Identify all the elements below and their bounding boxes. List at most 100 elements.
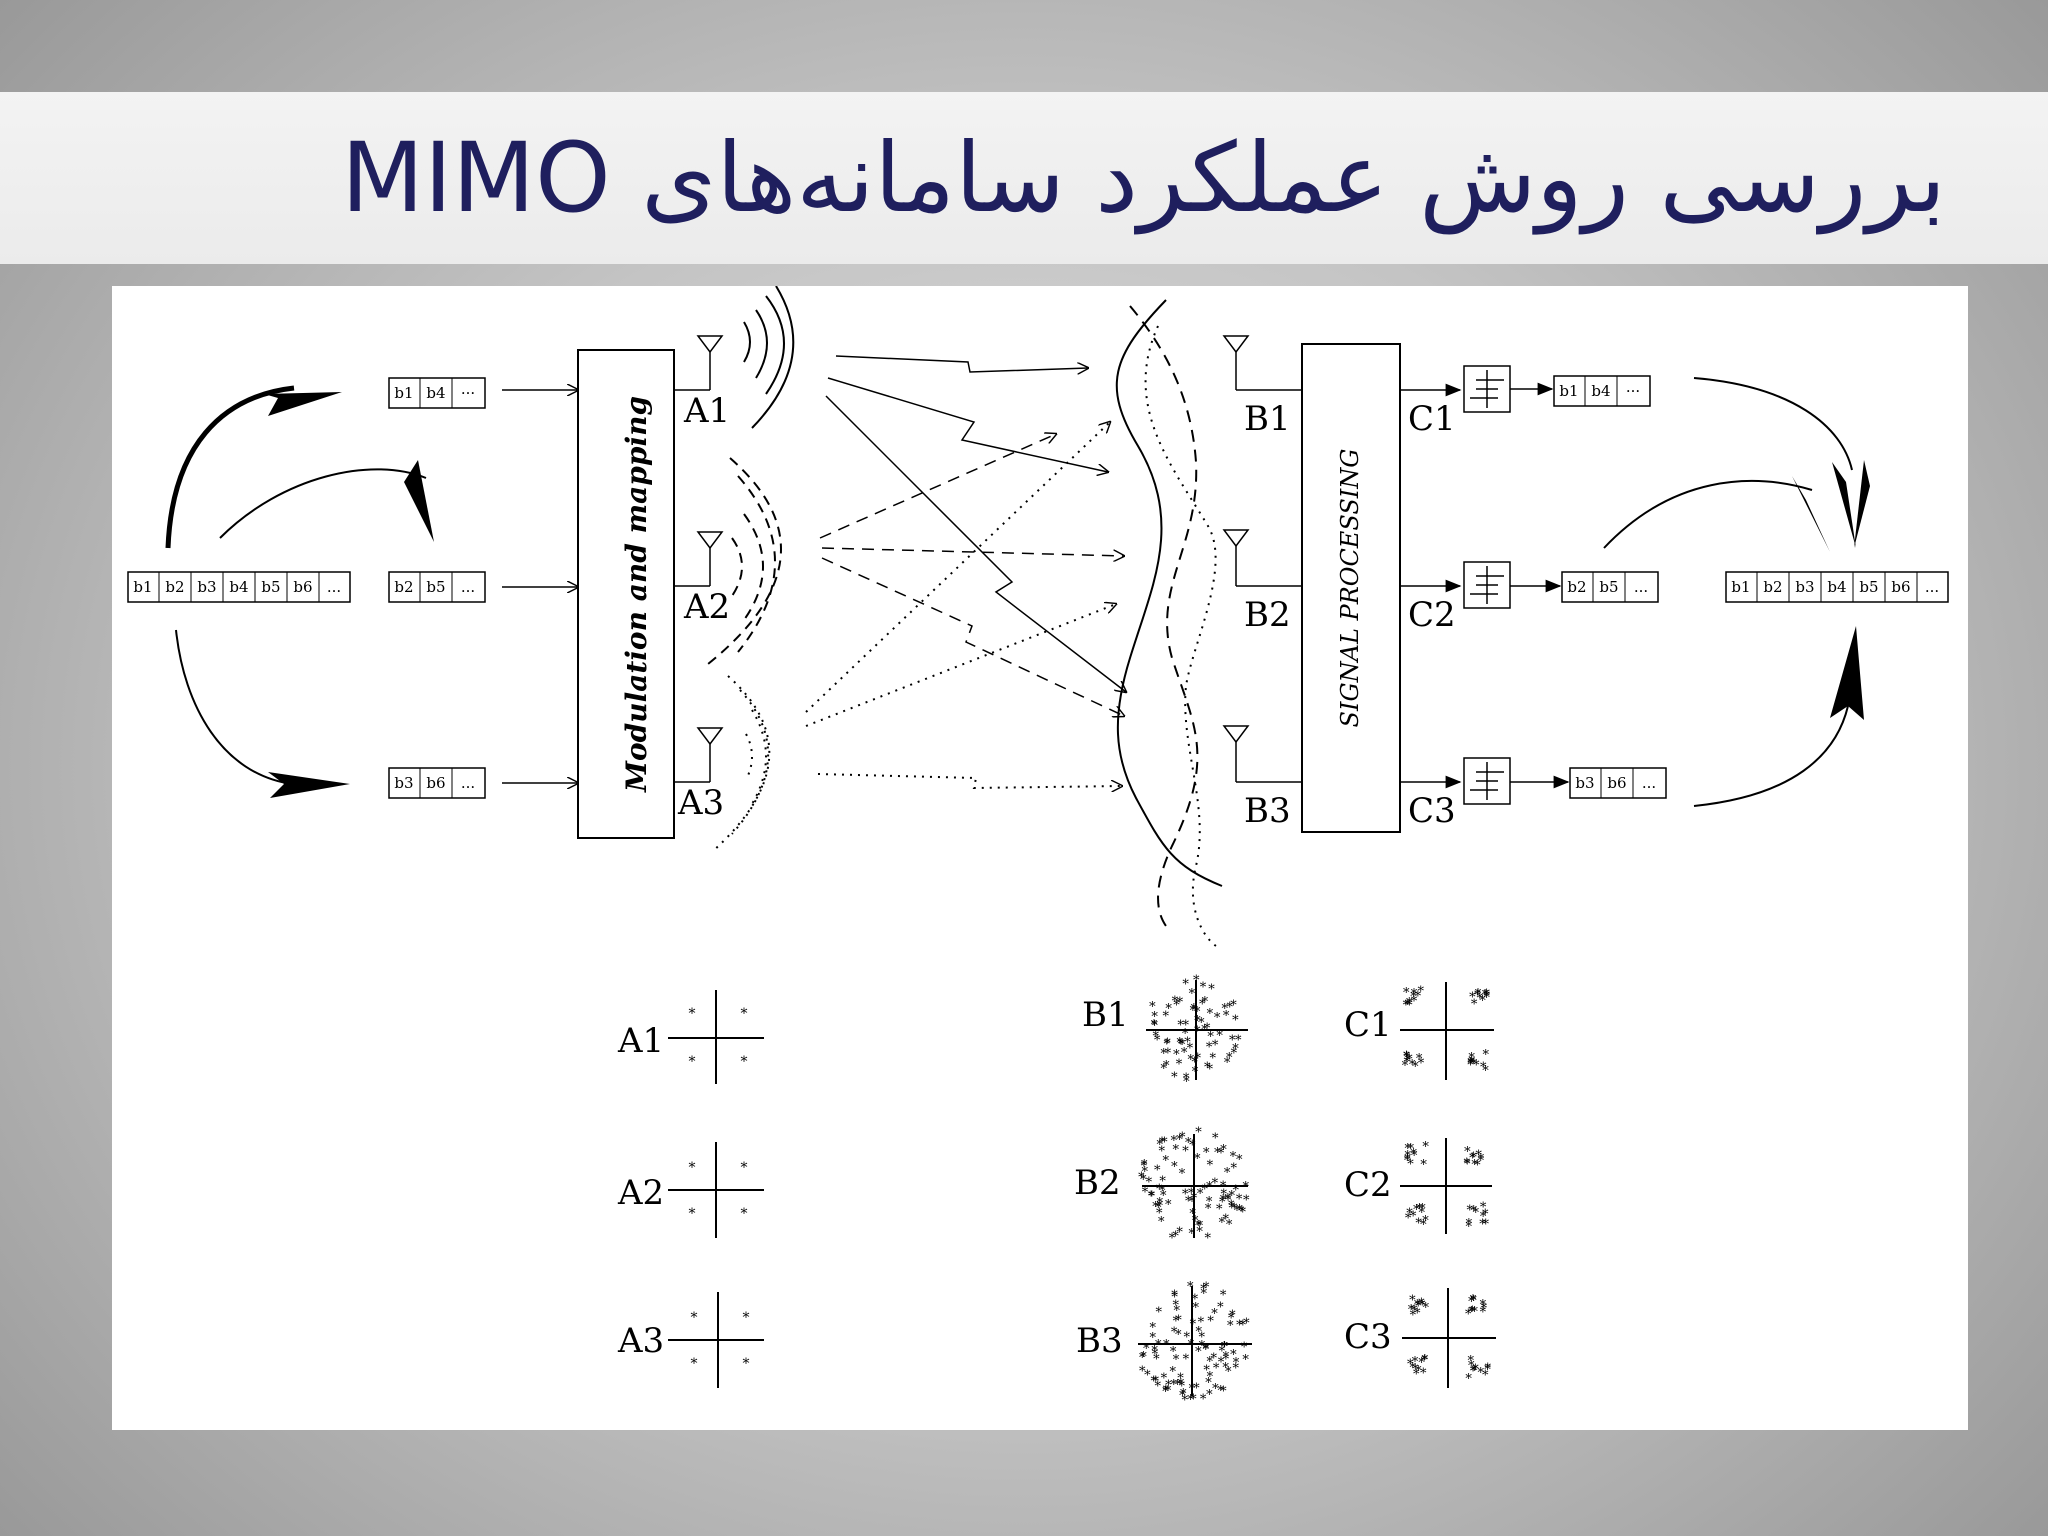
constellation-label: A1 [617,1021,664,1061]
constellation-point: * [1169,1231,1176,1246]
constellation-point: * [1415,990,1422,1005]
constellation-point: * [1194,1014,1201,1029]
constellation-a1: ** ** A1 [617,990,764,1084]
bit-label: ... [461,578,475,596]
constellation-point: * [1151,1344,1158,1359]
rx-stream-1: b1 b4 ··· [1553,375,1651,407]
constellation-point: * [1207,1370,1214,1385]
constellation-point: * [1220,1193,1227,1208]
constellation-point: * [1173,998,1180,1013]
constellation-point: * [1482,988,1489,1003]
constellation-point: * [1211,1351,1218,1366]
constellation-point: * [1239,1205,1246,1220]
bit-label: b3 [394,774,413,792]
constellation-point: * [1416,1202,1423,1217]
constellation-point: * [1227,1319,1234,1334]
constellation-point: * [1409,1058,1416,1073]
constellation-point: * [1405,1053,1412,1068]
constellation-point: * [1236,1153,1243,1168]
constellation-point: * [1154,1034,1161,1049]
tx-stream-3: b3 b6 ... [388,767,486,799]
stream-to-modulator-arrows [502,390,578,783]
bit-label: b2 [165,578,184,596]
constellation-point: * [1414,1306,1421,1321]
constellation-point: * [1165,1198,1172,1213]
constellation-point: * [1230,1348,1237,1363]
constellation-point: * [1138,1170,1145,1185]
constellation-point: * [1219,1344,1226,1359]
constellation-point: * [1219,1196,1226,1211]
constellation-point: * [1171,1290,1178,1305]
constellation-point: * [1404,998,1411,1013]
constellation-point: * [1190,1318,1197,1333]
constellation-point: * [1203,1363,1210,1378]
constellation-point: * [1208,982,1215,997]
constellation-point: * [1469,1151,1476,1166]
constellation-point: * [1197,1187,1204,1202]
constellation-point: * [1182,1144,1189,1159]
svg-text:*: * [691,1356,698,1372]
constellation-point: * [1152,1347,1159,1362]
constellation-point: * [1418,984,1425,999]
constellation-point: * [1229,1033,1236,1048]
svg-text:*: * [689,1160,696,1176]
constellation-point: * [1232,1014,1239,1029]
constellation-label: C2 [1344,1165,1392,1205]
constellation-point: * [1469,990,1476,1005]
constellation-point: * [1149,1321,1156,1336]
constellation-point: * [1412,1060,1419,1075]
source-bit-stream: b1 b2 b3 b4 b5 b6 ... [127,571,351,603]
constellation-point: * [1242,1353,1249,1368]
constellation-point: * [1233,1356,1240,1371]
constellation-point: * [1155,1305,1162,1320]
constellation-point: * [1195,1345,1202,1360]
constellation-point: * [1420,1158,1427,1173]
constellation-point: * [1225,1192,1232,1207]
constellation-point: * [1159,1184,1166,1199]
constellation-b2: ****************************************… [1074,1126,1250,1247]
mimo-diagram: b1 b2 b3 b4 b5 b6 ... b1 b4 ··· b2 b5 ..… [127,286,1949,1409]
modulation-mapping-block: Modulation and mapping [577,349,675,839]
constellation-point: * [1188,1053,1195,1068]
constellation-point: * [1200,981,1207,996]
constellation-point: * [1407,1158,1414,1173]
constellation-point: * [1212,1039,1219,1054]
rx-wavefronts [1115,299,1223,887]
constellation-point: * [1469,1055,1476,1070]
constellation-point: * [1170,1345,1177,1360]
constellation-point: * [1185,1195,1192,1210]
constellation-point: * [1171,1378,1178,1393]
bit-label: ··· [1626,382,1640,400]
constellation-point: * [1413,1368,1420,1383]
constellation-point: * [1483,1048,1490,1063]
constellation-point: * [1159,1175,1166,1190]
mux-arrows [1603,377,1870,807]
constellation-point: * [1150,1331,1157,1346]
bit-label: b4 [1827,578,1846,596]
constellation-point: * [1190,1393,1197,1408]
constellation-point: * [1217,1301,1224,1316]
constellation-point: * [1474,1159,1481,1174]
constellation-point: * [1184,1330,1191,1345]
bit-label: b4 [1591,382,1610,400]
constellation-point: * [1411,1149,1418,1164]
constellation-point: * [1475,1148,1482,1163]
constellation-point: * [1158,1145,1165,1160]
constellation-point: * [1412,1355,1419,1370]
constellation-point: * [1203,1146,1210,1161]
constellation-point: * [1474,988,1481,1003]
rx-wavefronts-dotted [1144,325,1217,947]
constellation-point: * [1222,1361,1229,1376]
constellation-point: * [1415,1217,1422,1232]
svg-text:*: * [691,1310,698,1326]
constellation-point: * [1165,1002,1172,1017]
constellation-point: * [1152,1200,1159,1215]
bit-label: b1 [394,384,413,402]
tx-waves-dotted [711,675,771,853]
constellation-point: * [1188,1186,1195,1201]
constellation-point: * [1405,1211,1412,1226]
constellation-point: * [1148,1189,1155,1204]
constellation-point: * [1205,1376,1212,1391]
title-bar: بررسی روش عملکرد سامانه‌های MIMO [0,92,2048,264]
constellation-point: * [1468,1305,1475,1320]
